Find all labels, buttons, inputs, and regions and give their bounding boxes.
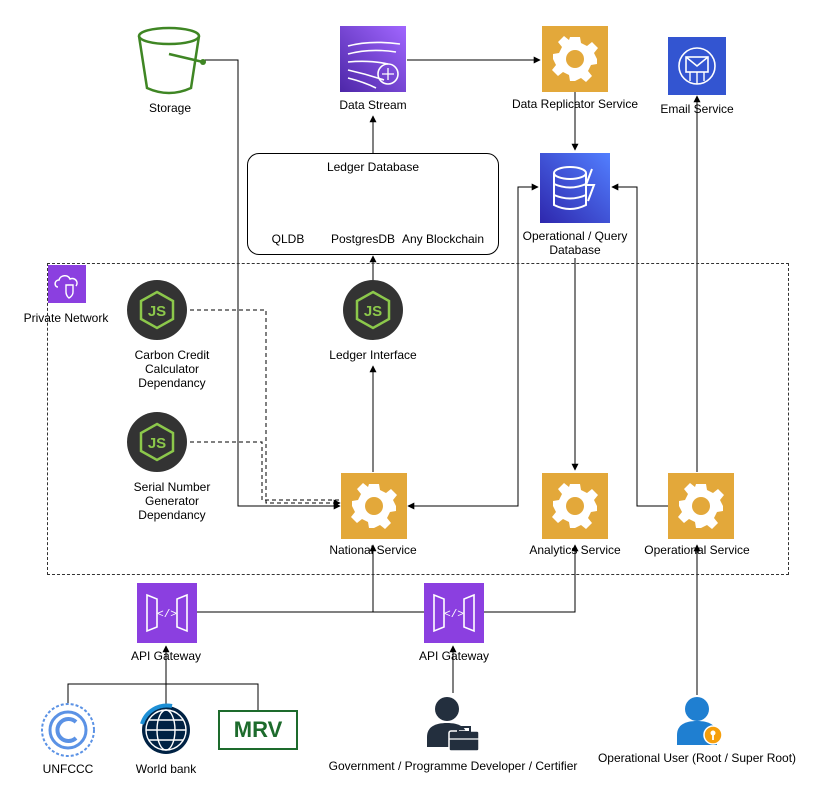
national-service-label: National Service xyxy=(329,543,417,557)
operational-user-label: Operational User (Root / Super Root) xyxy=(597,751,797,765)
unfccc-label: UNFCCC xyxy=(42,762,94,776)
connectors xyxy=(67,56,701,710)
mrv-logo: MRV xyxy=(218,710,298,750)
api-gateway-1-label: API Gateway xyxy=(130,649,202,663)
carbon-credit-label: Carbon Credit Calculator Dependancy xyxy=(134,348,210,390)
nodejs-icon: JS xyxy=(343,280,403,340)
qldb-label: QLDB xyxy=(271,232,305,246)
government-label: Government / Programme Developer / Certi… xyxy=(328,759,578,773)
svg-text:JS: JS xyxy=(148,435,166,452)
gear-icon xyxy=(542,26,608,92)
edge-national-db xyxy=(407,183,539,510)
operational-service-label: Operational Service xyxy=(644,543,750,557)
ledger-database-group xyxy=(247,153,499,255)
data-stream-label: Data Stream xyxy=(339,98,407,112)
email-service-label: Email Service xyxy=(660,102,734,116)
svg-text:</>: </> xyxy=(444,609,464,621)
ledger-database-label: Ledger Database xyxy=(326,160,420,174)
user-icon xyxy=(427,697,480,752)
any-blockchain-label: Any Blockchain xyxy=(401,232,485,246)
bucket-icon xyxy=(137,26,206,95)
api-gateway-2-label: API Gateway xyxy=(418,649,490,663)
private-network-label: Private Network xyxy=(23,311,109,325)
analytics-service-label: Analytics Service xyxy=(529,543,621,557)
api-gateway-icon: </> xyxy=(424,583,484,643)
svg-text:</>: </> xyxy=(157,609,177,621)
nodejs-icon: JS xyxy=(127,412,187,472)
gear-icon xyxy=(542,473,608,539)
private-network-boundary xyxy=(47,263,789,575)
private-network-cloud-icon xyxy=(48,265,86,303)
edge-clients-gw1 xyxy=(67,683,259,710)
edge-carbon-national xyxy=(190,309,341,507)
world-bank-label: World bank xyxy=(135,762,197,776)
ledger-interface-label: Ledger Interface xyxy=(329,348,417,362)
operational-db-label: Operational / Query Database xyxy=(522,229,628,257)
postgres-label: PostgresDB xyxy=(330,232,396,246)
gear-icon xyxy=(668,473,734,539)
edge-gw2-analytics xyxy=(482,544,579,613)
email-icon xyxy=(668,37,726,95)
nodejs-icon: JS xyxy=(127,280,187,340)
gear-icon xyxy=(341,473,407,539)
globe-icon xyxy=(140,703,190,754)
edge-operational-db xyxy=(611,183,668,507)
kinesis-stream-icon xyxy=(340,26,406,92)
edge-storage-national xyxy=(203,59,341,510)
data-replicator-label: Data Replicator Service xyxy=(511,97,639,111)
unfccc-logo xyxy=(41,703,95,757)
svg-text:JS: JS xyxy=(148,303,166,320)
user-icon xyxy=(677,697,723,745)
serial-number-label: Serial Number Generator Dependancy xyxy=(133,480,211,522)
api-gateway-icon: </> xyxy=(137,583,197,643)
edge-serial-national xyxy=(190,441,340,501)
dynamodb-icon xyxy=(540,153,610,223)
storage-label: Storage xyxy=(148,101,192,115)
svg-text:JS: JS xyxy=(364,303,382,320)
